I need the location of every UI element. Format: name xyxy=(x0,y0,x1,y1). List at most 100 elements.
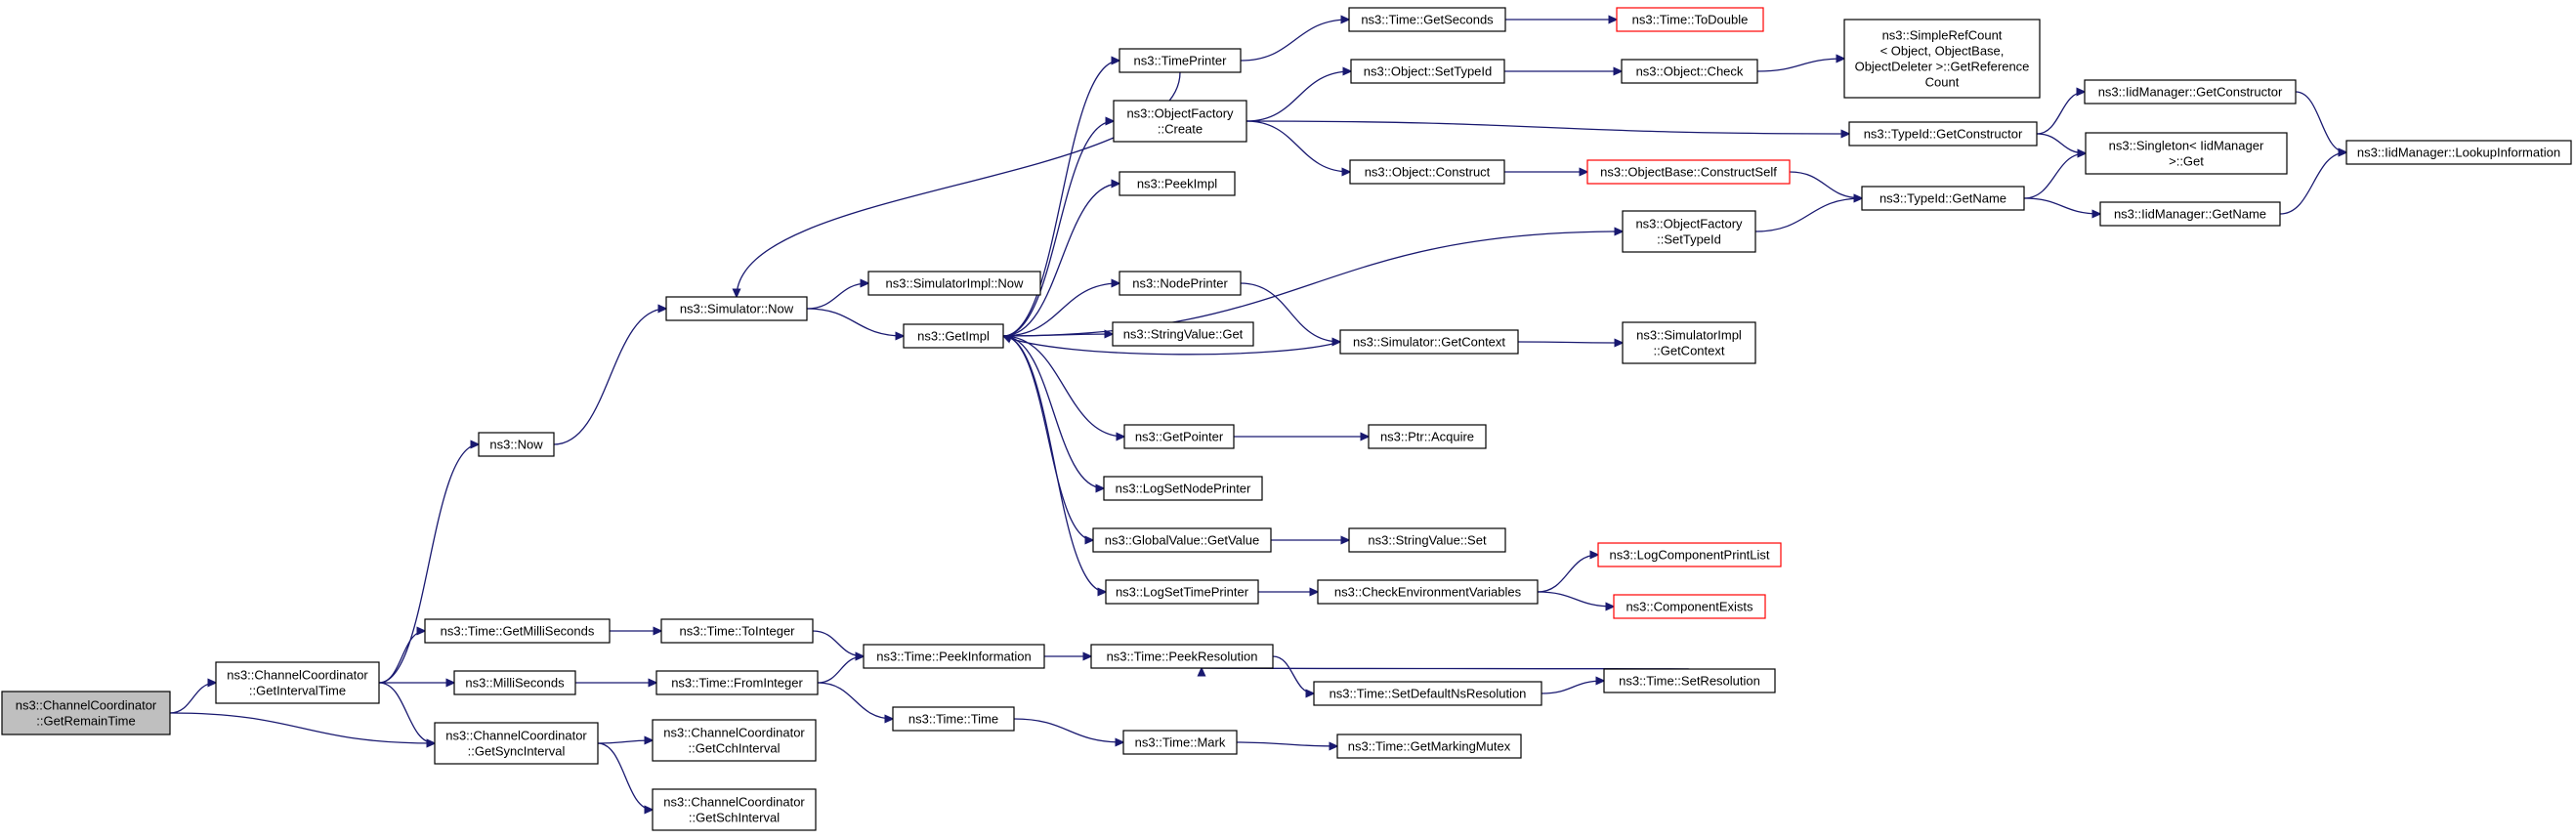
node-type-id-get-constructor[interactable]: ns3::TypeId::GetConstructor xyxy=(1848,121,2038,147)
edge-simulatorNow-to-simulatorImplNow xyxy=(806,283,868,310)
node-box xyxy=(1336,734,1522,759)
edge-getImpl-to-logSetTimePrinter xyxy=(1002,335,1106,592)
edge-typeIdGetName-to-iidGetName xyxy=(2023,197,2100,214)
node-simulator-get-context[interactable]: ns3::Simulator::GetContext xyxy=(1339,329,1519,355)
node-now[interactable]: ns3::Now xyxy=(478,432,555,457)
node-object-factory-set-type-id[interactable]: ns3::ObjectFactory::SetTypeId xyxy=(1622,210,1756,253)
node-get-sync-interval[interactable]: ns3::ChannelCoordinator::GetSyncInterval xyxy=(434,722,599,765)
node-peek-resolution[interactable]: ns3::Time::PeekResolution xyxy=(1090,644,1274,669)
node-to-double[interactable]: ns3::Time::ToDouble xyxy=(1616,7,1764,32)
edge-iidGetConstructor-to-lookupInformation xyxy=(2295,91,2346,152)
node-box xyxy=(2084,79,2297,105)
node-check-env-vars[interactable]: ns3::CheckEnvironmentVariables xyxy=(1317,579,1539,605)
node-singleton-get[interactable]: ns3::Singleton< IidManager>::Get xyxy=(2085,132,2288,175)
node-label: ns3::PeekImpl xyxy=(1137,177,1217,191)
node-box xyxy=(660,618,814,644)
node-get-interval-time[interactable]: ns3::ChannelCoordinator::GetIntervalTime xyxy=(215,661,380,704)
edge-typeIdGetConstructor-to-singletonGet xyxy=(2036,133,2086,153)
node-box xyxy=(903,323,1004,349)
node-log-component-print-list[interactable]: ns3::LogComponentPrintList xyxy=(1597,542,1782,567)
node-label: ns3::LogSetNodePrinter xyxy=(1116,482,1251,496)
node-label: ::Create xyxy=(1158,122,1203,137)
edge-checkEnvVars-to-logComponentPrintList xyxy=(1537,555,1598,593)
node-time-mark[interactable]: ns3::Time::Mark xyxy=(1122,730,1238,755)
node-peek-information[interactable]: ns3::Time::PeekInformation xyxy=(863,644,1045,669)
node-get-milli-seconds[interactable]: ns3::Time::GetMilliSeconds xyxy=(424,618,611,644)
node-simulator-now[interactable]: ns3::Simulator::Now xyxy=(665,296,808,321)
node-label: ns3::Time::ToInteger xyxy=(679,624,795,639)
node-box xyxy=(2345,140,2572,165)
node-box xyxy=(1119,48,1242,73)
edge-getIntervalTime-to-getSyncInterval xyxy=(378,682,435,743)
node-label: ns3::StringValue::Get xyxy=(1123,327,1244,342)
node-label: ns3::Time::GetMilliSeconds xyxy=(441,624,595,639)
node-label: ns3::ChannelCoordinator xyxy=(445,729,587,743)
node-box xyxy=(2099,201,2281,227)
edge-getSyncInterval-to-getCchInterval xyxy=(597,740,653,743)
node-label: ns3::CheckEnvironmentVariables xyxy=(1334,585,1522,600)
edge-timePrinter-to-getSeconds xyxy=(1240,20,1349,62)
node-simulator-impl-get-context[interactable]: ns3::SimulatorImpl::GetContext xyxy=(1622,321,1756,364)
node-object-check[interactable]: ns3::Object::Check xyxy=(1621,59,1758,84)
node-box xyxy=(1112,321,1254,347)
node-label: ns3::ComponentExists xyxy=(1626,600,1753,614)
node-set-resolution[interactable]: ns3::Time::SetResolution xyxy=(1603,668,1776,693)
node-set-default-ns-resolution[interactable]: ns3::Time::SetDefaultNsResolution xyxy=(1313,681,1542,706)
node-label: ns3::Time::FromInteger xyxy=(671,676,803,691)
node-time-time[interactable]: ns3::Time::Time xyxy=(892,706,1015,732)
node-global-value-get-value[interactable]: ns3::GlobalValue::GetValue xyxy=(1092,527,1272,553)
node-label: ns3::Time::ToDouble xyxy=(1632,13,1749,27)
node-get-seconds[interactable]: ns3::Time::GetSeconds xyxy=(1348,7,1506,32)
edge-getIntervalTime-to-now xyxy=(378,444,479,684)
node-box xyxy=(1861,186,2025,211)
node-lookup-information[interactable]: ns3::IidManager::LookupInformation xyxy=(2345,140,2572,165)
node-node-printer[interactable]: ns3::NodePrinter xyxy=(1119,271,1242,296)
edge-toInteger-to-peekInformation xyxy=(812,630,864,656)
edge-timeTime-to-timeMark xyxy=(1013,718,1123,742)
edge-getImpl-to-timePrinter xyxy=(1002,61,1119,337)
node-object-set-type-id[interactable]: ns3::Object::SetTypeId xyxy=(1350,59,1505,84)
node-iid-get-constructor[interactable]: ns3::IidManager::GetConstructor xyxy=(2084,79,2297,105)
node-type-id-get-name[interactable]: ns3::TypeId::GetName xyxy=(1861,186,2025,211)
node-label: ns3::IidManager::GetName xyxy=(2114,207,2266,222)
node-label: ns3::GlobalValue::GetValue xyxy=(1105,533,1260,548)
node-iid-get-name[interactable]: ns3::IidManager::GetName xyxy=(2099,201,2281,227)
node-log-set-node-printer[interactable]: ns3::LogSetNodePrinter xyxy=(1103,476,1263,501)
node-box xyxy=(1090,644,1274,669)
node-label: ns3::SimulatorImpl xyxy=(1636,328,1742,343)
node-object-construct[interactable]: ns3::Object::Construct xyxy=(1349,159,1505,185)
node-label: ns3::ChannelCoordinator xyxy=(663,795,805,810)
node-box xyxy=(1848,121,2038,147)
edge-typeIdGetConstructor-to-iidGetConstructor xyxy=(2036,92,2085,135)
node-peek-impl[interactable]: ns3::PeekImpl xyxy=(1119,171,1236,196)
node-log-set-time-printer[interactable]: ns3::LogSetTimePrinter xyxy=(1105,579,1259,605)
node-get-sch-interval[interactable]: ns3::ChannelCoordinator::GetSchInterval xyxy=(652,788,817,831)
node-box xyxy=(1122,730,1238,755)
node-milli-seconds[interactable]: ns3::MilliSeconds xyxy=(453,670,576,695)
node-get-impl[interactable]: ns3::GetImpl xyxy=(903,323,1004,349)
node-component-exists[interactable]: ns3::ComponentExists xyxy=(1613,594,1766,619)
node-label: ns3::TypeId::GetConstructor xyxy=(1864,127,2023,142)
node-ptr-acquire[interactable]: ns3::Ptr::Acquire xyxy=(1368,424,1487,449)
node-label: ns3::Time::GetMarkingMutex xyxy=(1348,739,1511,754)
edge-fromInteger-to-peekInformation xyxy=(817,656,864,684)
node-string-value-set[interactable]: ns3::StringValue::Set xyxy=(1348,527,1506,553)
node-root[interactable]: ns3::ChannelCoordinator::GetRemainTime xyxy=(1,691,171,735)
node-to-integer[interactable]: ns3::Time::ToInteger xyxy=(660,618,814,644)
node-construct-self[interactable]: ns3::ObjectBase::ConstructSelf xyxy=(1586,159,1791,185)
node-label: ns3::LogSetTimePrinter xyxy=(1116,585,1249,600)
node-time-printer[interactable]: ns3::TimePrinter xyxy=(1119,48,1242,73)
node-label: ns3::ObjectFactory xyxy=(1126,106,1234,121)
edge-getImpl-to-peekImpl xyxy=(1002,184,1119,337)
node-from-integer[interactable]: ns3::Time::FromInteger xyxy=(655,670,819,695)
node-simple-ref-count[interactable]: ns3::SimpleRefCount< Object, ObjectBase,… xyxy=(1843,19,2041,99)
node-get-cch-interval[interactable]: ns3::ChannelCoordinator::GetCchInterval xyxy=(652,719,817,762)
node-simulator-impl-now[interactable]: ns3::SimulatorImpl::Now xyxy=(867,271,1041,296)
node-object-factory-create[interactable]: ns3::ObjectFactory::Create xyxy=(1113,100,1247,143)
edge-getImpl-to-objectFactoryCreate xyxy=(1002,121,1114,337)
node-label: ns3::ChannelCoordinator xyxy=(16,698,157,713)
node-get-marking-mutex[interactable]: ns3::Time::GetMarkingMutex xyxy=(1336,734,1522,759)
node-get-pointer[interactable]: ns3::GetPointer xyxy=(1123,424,1235,449)
node-box xyxy=(655,670,819,695)
node-string-value-get[interactable]: ns3::StringValue::Get xyxy=(1112,321,1254,347)
